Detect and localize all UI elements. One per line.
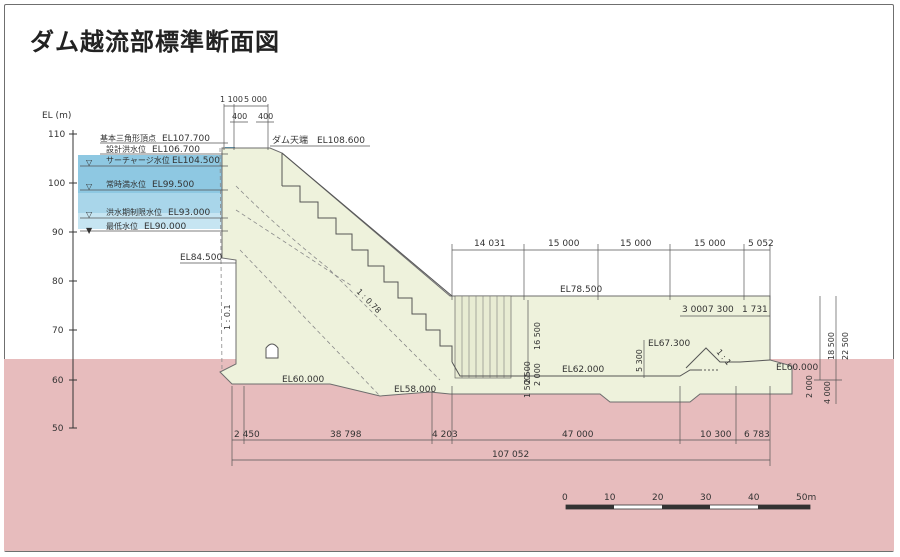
dim-label: 400: [232, 112, 247, 121]
el-label: EL78.500: [560, 285, 602, 295]
water-level-markers: ▽ ▽ ▽ ▼: [86, 158, 93, 235]
scale-tick: 50m: [796, 493, 816, 503]
dim-label: 400: [258, 112, 273, 121]
axis-tick: 90: [52, 228, 64, 238]
wl-label: 最低水位: [106, 221, 138, 231]
scale-tick: 0: [562, 493, 568, 503]
dim-label: 3 000: [682, 305, 708, 315]
wl-value: EL99.500: [152, 180, 194, 190]
top-dim-lines: [223, 104, 370, 150]
svg-text:▽: ▽: [86, 158, 93, 167]
wl-label: 基本三角形頂点: [100, 133, 156, 143]
crest-elevation: ダム天端 EL108.600: [272, 134, 365, 146]
wl-value: EL106.700: [152, 145, 200, 155]
el-label: EL67.300: [648, 339, 690, 349]
wl-label: サーチャージ水位: [106, 155, 170, 165]
scale-bar: [565, 504, 811, 510]
diagram-frame: [4, 4, 894, 552]
water-level-lines: [80, 142, 228, 232]
vdim-label: 2 000: [805, 375, 814, 398]
axis-tick: 80: [52, 277, 64, 287]
axis-tick: 110: [48, 130, 65, 140]
water-surcharge-band: [78, 155, 228, 193]
chute-hatch: [454, 295, 512, 379]
dim-total: 107 052: [492, 450, 529, 460]
dim-label: 7 300: [708, 305, 734, 315]
dim-label: 15 000: [694, 239, 726, 249]
wl-label: 設計洪水位: [106, 144, 146, 154]
page-title: ダム越流部標準断面図: [30, 28, 280, 56]
vdim-label: 1 500: [523, 375, 532, 398]
axis-tick: 100: [48, 179, 65, 189]
axis-tick: 60: [52, 376, 64, 386]
slope-label: 1 : 0.1: [223, 304, 232, 330]
dim-label: 6 783: [744, 430, 770, 440]
dim-label: 4 203: [432, 430, 458, 440]
inspection-gallery: [265, 343, 279, 359]
el-label: EL60.000: [282, 375, 324, 385]
vdim-label: 16 500: [533, 322, 542, 350]
dim-label: 5 000: [244, 95, 267, 104]
axis-tick: 50: [52, 424, 64, 434]
wl-value: EL90.000: [144, 222, 186, 232]
scale-tick: 20: [652, 493, 664, 503]
wl-label: 洪水期制限水位: [106, 207, 162, 217]
wl-value: EL104.500: [172, 156, 220, 166]
el-label: EL84.500: [180, 253, 222, 263]
elevation-axis: [69, 130, 77, 429]
dim-label: 1 731: [742, 305, 768, 315]
axis-tick: 70: [52, 326, 64, 336]
stilling-basin-lines: [451, 347, 771, 377]
dim-label: 15 000: [620, 239, 652, 249]
vdim-label: 2 000: [533, 363, 542, 386]
wl-value: EL93.000: [168, 208, 210, 218]
vdim-label: 18 500: [827, 332, 836, 360]
scale-tick: 30: [700, 493, 712, 503]
vdim-label: 4 000: [823, 381, 832, 404]
vertical-dim-lines: [527, 296, 842, 404]
svg-text:▽: ▽: [86, 182, 93, 191]
axis-label: EL (m): [42, 111, 71, 121]
vdim-label: 22 500: [841, 332, 850, 360]
dim-label: 10 300: [700, 430, 732, 440]
lower-dim-lines: [231, 386, 771, 466]
dim-label: 2 450: [234, 430, 260, 440]
el-label: EL58.000: [394, 385, 436, 395]
spillway-steps: [281, 152, 453, 362]
scale-tick: 40: [748, 493, 760, 503]
dim-label: 14 031: [474, 239, 506, 249]
vdim-label: 2 500: [523, 361, 532, 384]
svg-text:▽: ▽: [86, 210, 93, 219]
dim-label: 47 000: [562, 430, 594, 440]
el-label: EL60.000: [776, 363, 818, 373]
upper-dim-lines: [451, 244, 771, 300]
water-flood-band: [78, 213, 228, 229]
dim-label: 5 052: [748, 239, 774, 249]
dim-label: 1 100: [220, 95, 243, 104]
svg-text:▼: ▼: [86, 226, 93, 235]
el-label: EL62.000: [562, 365, 604, 375]
dim-label: 15 000: [548, 239, 580, 249]
wl-label: 常時満水位: [106, 179, 146, 189]
vdim-label: 5 300: [635, 349, 644, 372]
water-normal-band: [78, 193, 228, 213]
wl-value: EL107.700: [162, 134, 210, 144]
dashed-construction-lines: [219, 147, 441, 397]
scale-tick: 10: [604, 493, 616, 503]
dim-label: 38 798: [330, 430, 362, 440]
bedrock-white-area: [840, 359, 894, 381]
